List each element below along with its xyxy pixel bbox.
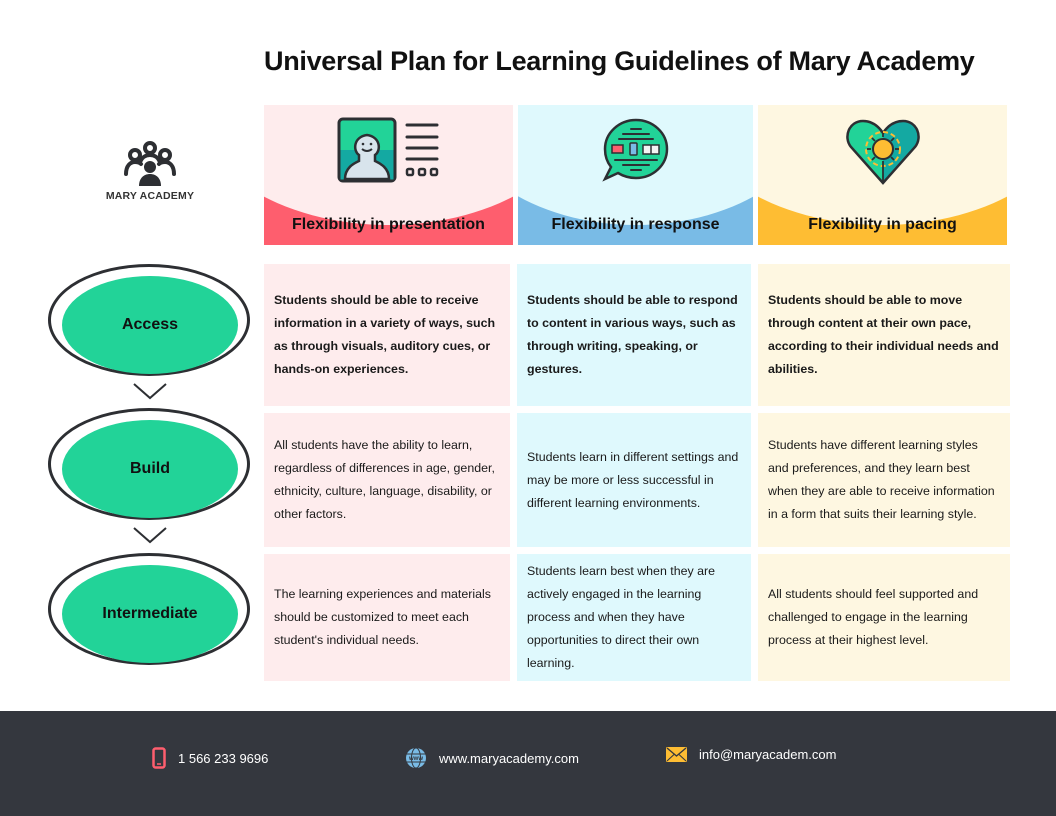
contact-website[interactable]: www www.maryacademy.com <box>405 747 579 769</box>
people-group-icon <box>124 141 176 186</box>
stage-label-intermediate: Intermediate <box>62 565 238 663</box>
cell-access-presentation: Students should be able to receive infor… <box>264 264 510 406</box>
page-title: Universal Plan for Learning Guidelines o… <box>264 46 975 76</box>
column-header-response: Flexibility in response <box>518 105 753 245</box>
phone-number: 1 566 233 9696 <box>178 750 269 766</box>
contact-email[interactable]: info@maryacadem.com <box>666 747 836 762</box>
email-link[interactable]: info@maryacadem.com <box>699 747 837 762</box>
column-label-response: Flexibility in response <box>551 216 720 233</box>
stage-label-build: Build <box>62 420 238 518</box>
globe-www-icon: www <box>406 747 426 769</box>
column-header-presentation: Flexibility in presentation <box>264 105 513 245</box>
footer: 1 566 233 9696 www www.maryacademy.com i… <box>0 711 1056 816</box>
cell-build-pacing: Students have different learning styles … <box>758 413 1010 547</box>
logo-text: MARY ACADEMY <box>105 190 195 202</box>
stage-ring <box>48 264 250 376</box>
speech-bubble-devices-icon <box>601 118 668 182</box>
chevron-down-icon <box>133 527 167 544</box>
phone-icon <box>152 747 166 769</box>
chevron-down-icon <box>133 383 167 400</box>
svg-text:www: www <box>408 756 423 762</box>
website-link[interactable]: www.maryacademy.com <box>439 750 579 766</box>
stage-access: Access <box>48 264 250 379</box>
stage-build: Build <box>48 408 250 523</box>
column-header-pacing: Flexibility in pacing <box>758 105 1007 245</box>
cell-intermediate-presentation: The learning experiences and materials s… <box>264 554 510 681</box>
column-label-pacing: Flexibility in pacing <box>808 216 957 233</box>
profile-card-icon <box>337 117 438 183</box>
stage-label-access: Access <box>62 276 238 374</box>
cell-intermediate-response: Students learn best when they are active… <box>517 554 751 681</box>
heart-sun-icon <box>845 119 920 185</box>
cell-access-response: Students should be able to respond to co… <box>517 264 751 406</box>
cell-build-presentation: All students have the ability to learn, … <box>264 413 510 547</box>
cell-build-response: Students learn in different settings and… <box>517 413 751 547</box>
logo: MARY ACADEMY <box>100 140 200 202</box>
stage-ring <box>48 408 250 520</box>
envelope-icon <box>666 747 687 762</box>
column-label-presentation: Flexibility in presentation <box>292 216 485 233</box>
cell-access-pacing: Students should be able to move through … <box>758 264 1010 406</box>
contact-phone[interactable]: 1 566 233 9696 <box>152 747 268 769</box>
stage-ring <box>48 553 250 665</box>
stage-intermediate: Intermediate <box>48 553 250 668</box>
cell-intermediate-pacing: All students should feel supported and c… <box>758 554 1010 681</box>
